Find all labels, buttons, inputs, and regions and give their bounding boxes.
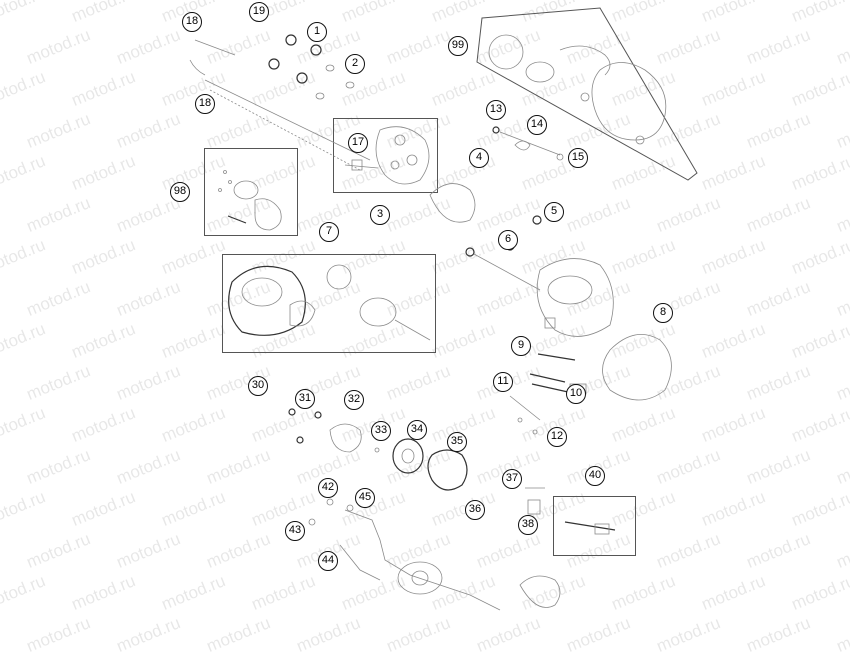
- callout-9[interactable]: 9: [511, 336, 531, 356]
- stud-bolt: [189, 39, 371, 161]
- callout-98[interactable]: 98: [170, 182, 190, 202]
- callout-2[interactable]: 2: [345, 54, 365, 74]
- spring-parts: [525, 487, 545, 515]
- o-ring: [488, 34, 524, 70]
- callout-15[interactable]: 15: [568, 148, 588, 168]
- callout-34[interactable]: 34: [407, 420, 427, 440]
- cover-34-inner: [401, 448, 415, 464]
- washer-set-2: [315, 64, 355, 100]
- callout-99[interactable]: 99: [448, 36, 468, 56]
- callout-14[interactable]: 14: [527, 115, 547, 135]
- gasket-ring: [525, 61, 555, 83]
- callout-38[interactable]: 38: [518, 515, 538, 535]
- callout-10[interactable]: 10: [566, 384, 586, 404]
- cylinder-7: [228, 264, 431, 341]
- callout-42[interactable]: 42: [318, 478, 338, 498]
- cylinder-head-gasket: [591, 62, 667, 141]
- callout-37[interactable]: 37: [502, 469, 522, 489]
- reed-valve-parts: [509, 353, 587, 435]
- group-box-98: [204, 148, 298, 236]
- callout-7[interactable]: 7: [319, 222, 339, 242]
- callout-11[interactable]: 11: [493, 372, 513, 392]
- callout-36[interactable]: 36: [465, 500, 485, 520]
- cover-parts: [288, 408, 380, 453]
- nut-set-1: [268, 34, 322, 84]
- adjuster-kit-40: [564, 521, 616, 535]
- group-box-7: [222, 254, 436, 353]
- screw-set-13-15: [492, 126, 564, 161]
- callout-17[interactable]: 17: [348, 133, 368, 153]
- group-box-99: [476, 7, 698, 181]
- callout-18-bottom[interactable]: 18: [195, 94, 215, 114]
- exploded-view-drawing: [189, 7, 698, 611]
- linkage-parts: [308, 498, 561, 611]
- callout-31[interactable]: 31: [295, 389, 315, 409]
- group-box-40: [553, 496, 636, 556]
- gasket-4: [429, 183, 476, 223]
- callout-13[interactable]: 13: [486, 100, 506, 120]
- callout-32[interactable]: 32: [344, 390, 364, 410]
- cover-34: [392, 438, 424, 474]
- callout-1[interactable]: 1: [307, 22, 327, 42]
- callout-40[interactable]: 40: [585, 466, 605, 486]
- callout-33[interactable]: 33: [371, 421, 391, 441]
- callout-30[interactable]: 30: [248, 376, 268, 396]
- callout-35[interactable]: 35: [447, 432, 467, 452]
- callout-8[interactable]: 8: [653, 303, 673, 323]
- callout-43[interactable]: 43: [285, 521, 305, 541]
- cylinder-assembly: [465, 215, 614, 337]
- callout-19[interactable]: 19: [249, 2, 269, 22]
- cover-35: [427, 449, 468, 491]
- callout-12[interactable]: 12: [547, 427, 567, 447]
- callout-45[interactable]: 45: [355, 488, 375, 508]
- gasket-8: [602, 333, 672, 401]
- exhaust-valve-assembly: [344, 126, 430, 185]
- callout-3[interactable]: 3: [370, 205, 390, 225]
- callout-18-top[interactable]: 18: [182, 12, 202, 32]
- callout-4[interactable]: 4: [469, 148, 489, 168]
- callout-5[interactable]: 5: [544, 202, 564, 222]
- callout-44[interactable]: 44: [318, 551, 338, 571]
- callout-6[interactable]: 6: [498, 230, 518, 250]
- gasket-kit-98: [218, 170, 282, 231]
- group-box-3: [333, 118, 438, 193]
